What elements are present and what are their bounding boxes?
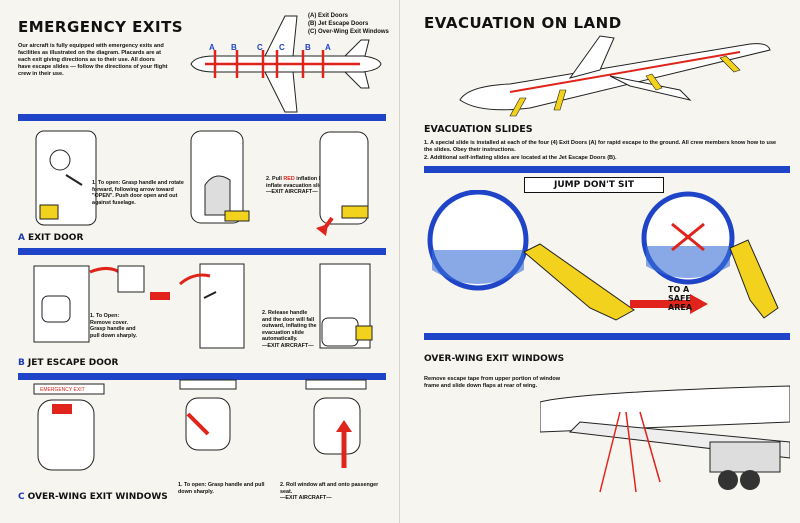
emergency-exit-sign: EMERGENCY EXIT	[40, 387, 85, 393]
exit-door-illustration-2	[190, 130, 250, 224]
slide-evacuation-illustration	[427, 190, 779, 321]
divider-bar	[18, 114, 386, 121]
overwing-text: Remove escape tape from upper portion of…	[424, 376, 561, 389]
evacuation-slides-title: EVACUATION SLIDES	[424, 124, 533, 135]
slides-text-1: 1. A special slide is installed at each …	[424, 140, 777, 153]
plan-letter: B	[231, 43, 237, 52]
plan-letter: A	[209, 43, 215, 52]
plan-letter: C	[279, 43, 285, 52]
divider-bar	[424, 166, 790, 173]
right-page: EVACUATION ON LAND EVACUATION SLIDES 1. …	[400, 0, 800, 523]
left-page: EMERGENCY EXITS Our aircraft is fully eq…	[18, 0, 400, 523]
exit-legend: (A) Exit Doors (B) Jet Escape Doors (C) …	[308, 12, 389, 36]
plan-letter: A	[325, 43, 331, 52]
divider-bar	[424, 333, 790, 340]
jet-door-illustration-1	[33, 265, 170, 343]
exit-door-step2: 2. Pull RED inflation handle to inflate …	[266, 176, 343, 196]
plan-letter: B	[305, 43, 311, 52]
intro-text: Our aircraft is fully equipped with emer…	[18, 43, 168, 77]
window-illustration-2	[179, 379, 237, 451]
overwing-exit-illustration	[540, 385, 790, 493]
exit-door-step1: 1. To open: Grasp handle and rotate forw…	[92, 180, 184, 206]
exit-door-illustration-3	[316, 131, 369, 236]
divider-bar	[18, 373, 386, 380]
safe-area-label: TO A SAFE AREA	[668, 285, 693, 312]
jump-dont-sit-banner: JUMP DON'T SIT	[524, 177, 664, 193]
emergency-exits-title: EMERGENCY EXITS	[18, 18, 184, 36]
legend-item: (B) Jet Escape Doors	[308, 21, 369, 27]
legend-item: (C) Over-Wing Exit Windows	[308, 29, 389, 35]
window-step1: 1. To open: Grasp handle and pull down s…	[178, 482, 265, 495]
jet-door-step1: 1. To Open: Remove cover. Grasp handle a…	[90, 313, 137, 339]
legend-item: (A) Exit Doors	[308, 13, 349, 19]
plan-letter: C	[257, 43, 263, 52]
window-step2: 2. Roll window aft and onto passenger se…	[280, 482, 379, 502]
overwing-title: OVER-WING EXIT WINDOWS	[424, 354, 565, 364]
jet-door-step2: 2. Release handle and the door will fall…	[262, 310, 317, 349]
jet-door-illustration-3	[319, 263, 373, 349]
aircraft-plan-diagram: A B C C B A	[190, 15, 382, 113]
red-label: RED	[283, 176, 295, 182]
window-illustration-1: EMERGENCY EXIT	[33, 383, 105, 471]
exit-door-illustration-1	[35, 130, 97, 226]
jet-door-illustration-2	[179, 263, 245, 349]
evacuation-on-land-title: EVACUATION ON LAND	[424, 14, 622, 32]
divider-bar	[18, 248, 386, 255]
slides-text-2: 2. Additional self-inflating slides are …	[424, 155, 617, 161]
aircraft-evacuation-illustration	[459, 35, 771, 117]
plan-exit-letters: A B C C B A	[209, 43, 331, 52]
window-illustration-3	[305, 379, 367, 468]
